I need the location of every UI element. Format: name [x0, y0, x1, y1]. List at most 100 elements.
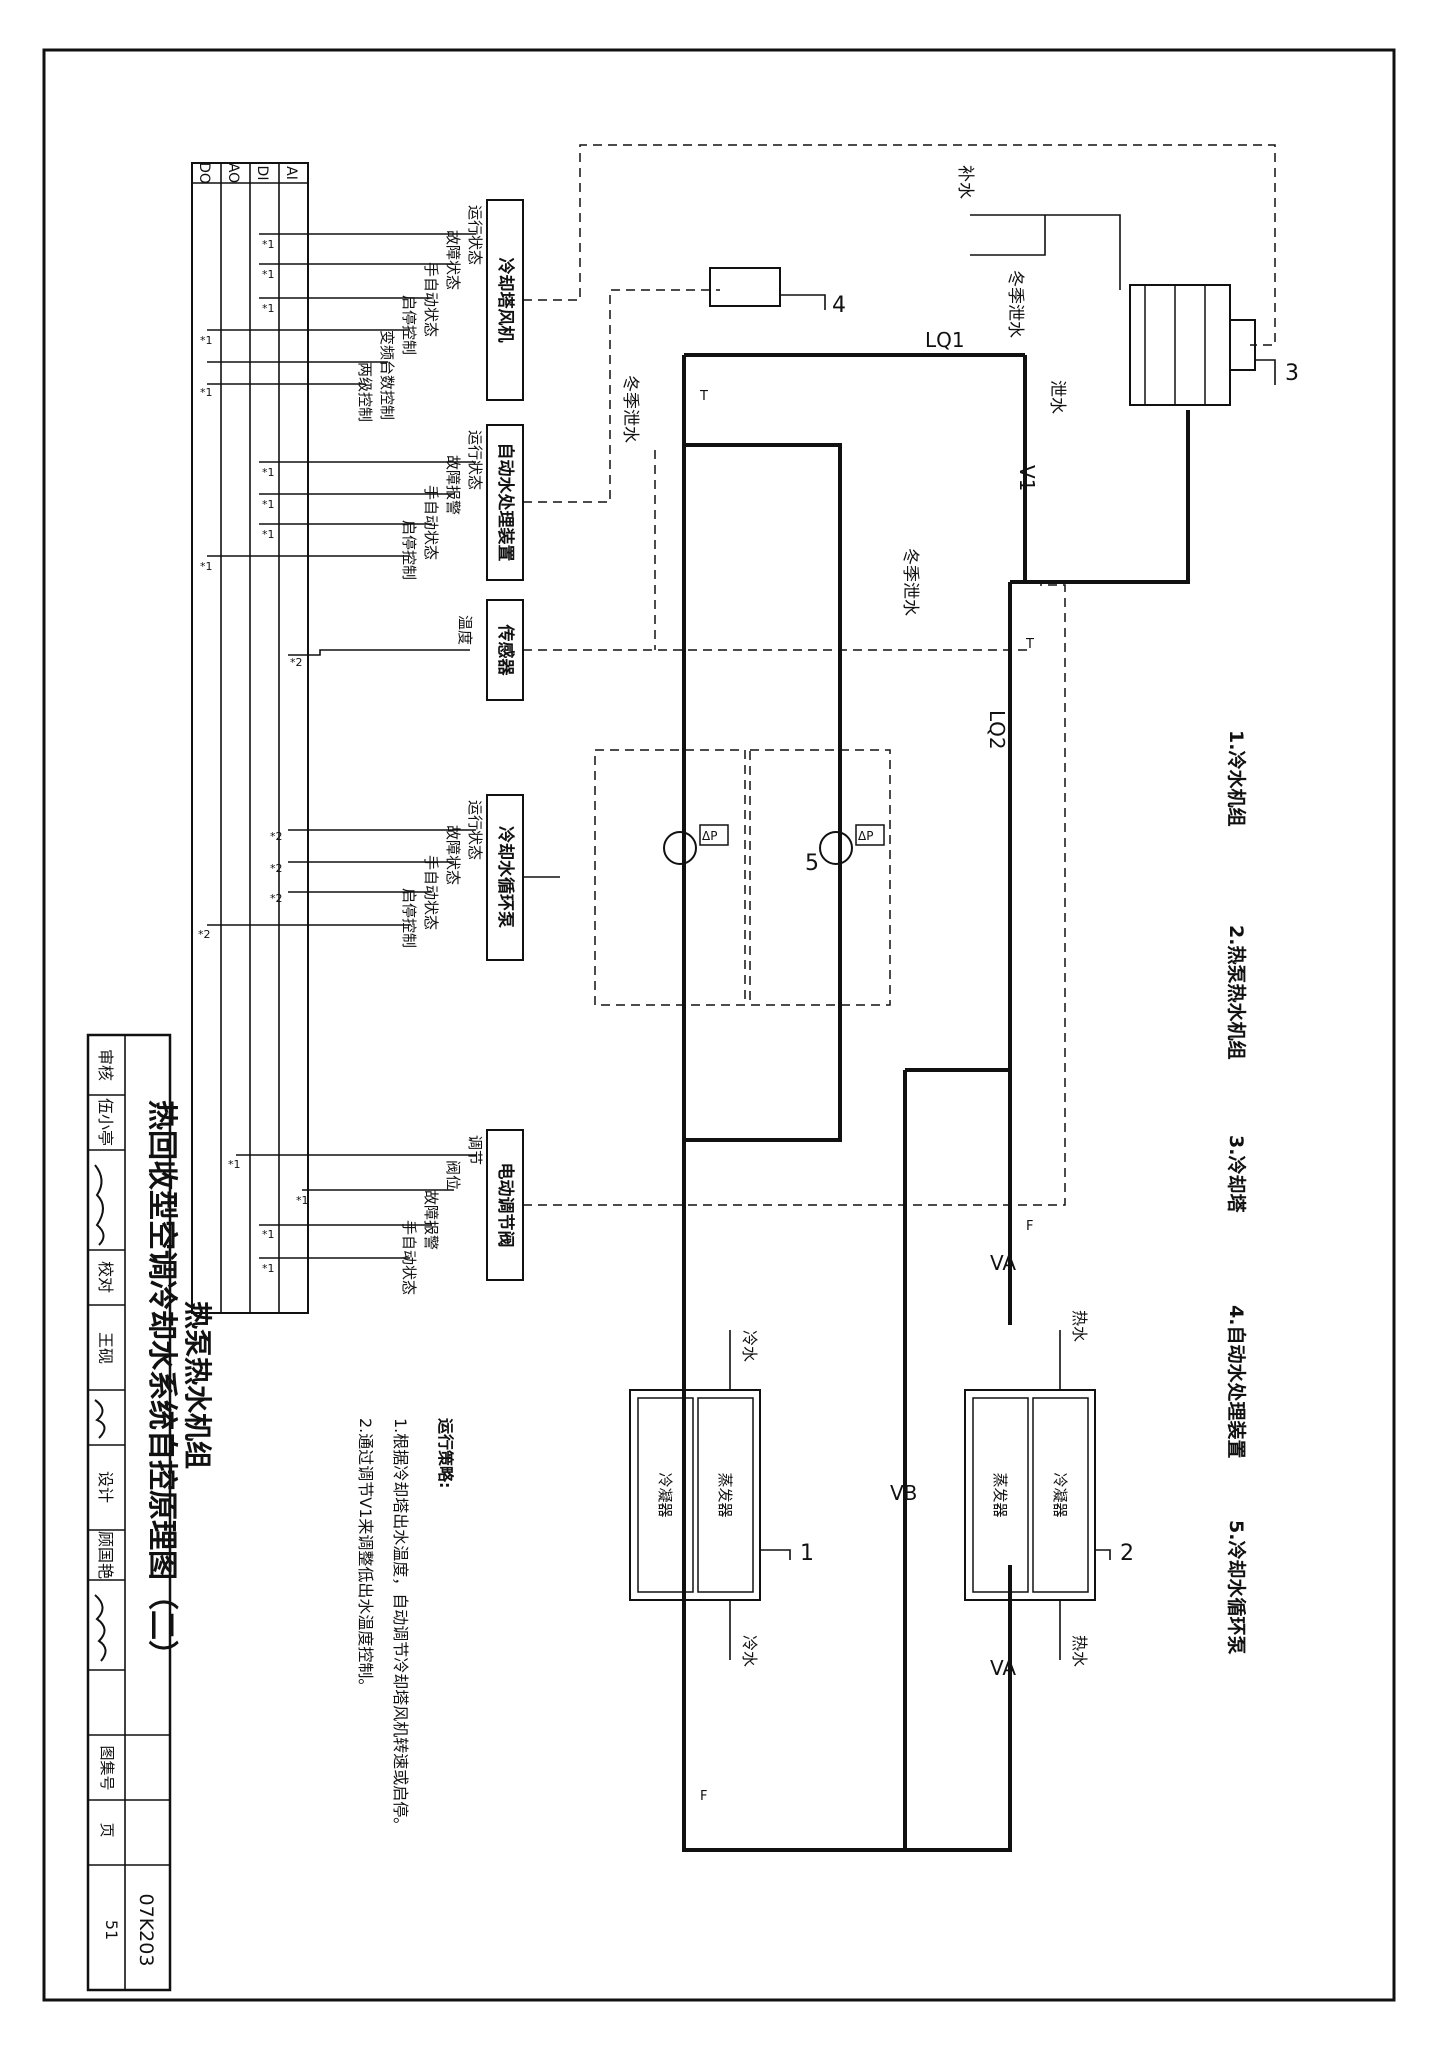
valve-point-1: 调节 [466, 1135, 484, 1165]
valve-mark-2: *1 [296, 1194, 309, 1207]
tower-fan-title: 冷却塔风机 [495, 258, 516, 343]
winter-drain-mid: 冬季泄水 [900, 548, 920, 616]
signal-lines [523, 144, 1276, 1206]
pump-point-4: 启停控制 [400, 888, 418, 948]
pump-mark-1: *2 [270, 830, 283, 843]
chiller-1-condenser: 冷凝器 [656, 1472, 674, 1517]
group-tower-fan: 冷却塔风机 运行状态 故障状态 手自动状态 启停控制 变频台数控制 两级控制 *… [200, 199, 524, 422]
checker-name: 王砚 [96, 1332, 115, 1364]
lq1-label: LQ1 [925, 328, 965, 352]
pump-2-dp: ΔP [858, 829, 873, 843]
callout-2: 2 [1120, 1541, 1134, 1566]
check-label: 校对 [96, 1261, 115, 1293]
callout-1: 1 [800, 1541, 814, 1566]
group-pump: 冷却水循环泵 运行状态 故障状态 手自动状态 启停控制 *2 *2 *2 *2 [198, 794, 560, 961]
piping [682, 353, 1190, 1852]
group-sensor: 传感器 温度 *2 [288, 599, 524, 701]
legend-item-4: 4.自动水处理装置 [1225, 1305, 1248, 1458]
io-label-ao: AO [225, 163, 241, 183]
valve-point-3: 故障报警 [422, 1190, 440, 1250]
chiller-1-cold-in: 冷水 [740, 1330, 759, 1362]
io-label-do: DO [196, 162, 212, 184]
water-treat-mark-3: *1 [262, 528, 275, 541]
pump-title: 冷却水循环泵 [495, 826, 516, 928]
strategy-item-2: 2.通过调节V1来调整低出水温度控制。 [356, 1418, 375, 1694]
designer-signature [94, 1594, 107, 1662]
legend-item-1: 1.冷水机组 [1225, 730, 1248, 826]
water-treat-title: 自动水处理装置 [495, 443, 516, 562]
valve-mark-3: *1 [262, 1228, 275, 1241]
reviewer-signature [94, 1164, 105, 1246]
makeup-label: 补水 [955, 165, 975, 199]
pump-mark-4: *2 [198, 928, 211, 941]
tower-fan-mark-4: *1 [200, 334, 213, 347]
water-treatment-unit: 4 冬季泄水 冬季泄水 [620, 267, 920, 616]
sensor-title: 传感器 [495, 624, 516, 677]
page-number: 51 [102, 1920, 121, 1940]
flow-meter-2: F [700, 1789, 707, 1804]
tower-fan-point-2: 故障状态 [444, 230, 462, 290]
tower-drain-label: 泄水 [1047, 380, 1067, 414]
va-label-1: VA [990, 1251, 1016, 1275]
va-label-2: VA [990, 1656, 1016, 1680]
tower-fan-mark-1: *1 [262, 238, 275, 251]
drawing-frame [42, 48, 1396, 2002]
checker-signature [94, 1399, 106, 1439]
flow-meter-1: F [1026, 1219, 1033, 1234]
water-treat-point-4: 启停控制 [400, 520, 418, 580]
winter-drain-left: 冬季泄水 [620, 375, 640, 443]
tower-fan-mark-2: *1 [262, 268, 275, 281]
water-treat-mark-4: *1 [200, 560, 213, 573]
title-main: 热回收型空调冷却水系统自控原理图（二） [144, 1100, 179, 1670]
review-label: 审核 [96, 1049, 115, 1081]
strategy-item-1: 1.根据冷却塔出水温度，自动调节冷却塔风机转速或启停。 [391, 1418, 410, 1833]
tower-fan-point-3: 手自动状态 [422, 262, 440, 337]
heat-pump-unit-2: 蒸发器 冷凝器 2 热水 热水 [964, 1310, 1134, 1667]
legend-item-5: 5.冷却水循环泵 [1225, 1520, 1248, 1654]
temp-sensor-1: T [699, 389, 708, 404]
v1-label: V1 [1015, 465, 1039, 491]
tower-fan-point-6: 两级控制 [356, 362, 374, 422]
valve-mark-1: *1 [228, 1158, 241, 1171]
callout-4: 4 [832, 293, 846, 318]
cooling-tower: 3 [1129, 284, 1299, 406]
group-valve: 电动调节阀 调节 阀位 故障报警 手自动状态 *1 *1 *1 *1 [228, 1129, 524, 1295]
sensor-mark: *2 [290, 656, 303, 669]
reviewer-name: 伍小亭 [96, 1098, 115, 1146]
chiller-1-cold-out: 冷水 [740, 1635, 759, 1667]
pump-point-2: 故障状态 [444, 825, 462, 885]
title-block: 热回收型空调冷却水系统自控原理图（二） 热泵热水机组 图集号 07K203 页 … [86, 1033, 214, 1992]
makeup-water: 补水 冬季泄水 泄水 [955, 165, 1121, 414]
pump-1: ΔP [663, 824, 729, 865]
sensor-point-1: 温度 [456, 615, 474, 645]
water-treat-mark-2: *1 [262, 498, 275, 511]
callout-3: 3 [1285, 361, 1299, 386]
pump-1-dp: ΔP [702, 829, 717, 843]
pump-mark-3: *2 [270, 892, 283, 905]
io-label-ai: AI [283, 166, 299, 180]
chiller-1-evaporator: 蒸发器 [716, 1472, 734, 1517]
lq2-label: LQ2 [985, 710, 1009, 750]
hp-2-condenser: 冷凝器 [1051, 1472, 1069, 1517]
chiller-unit-1: 冷凝器 蒸发器 1 冷水 冷水 [629, 1330, 814, 1667]
pump-mark-2: *2 [270, 862, 283, 875]
callout-5: 5 [805, 851, 819, 876]
hp-2-hot-in: 热水 [1070, 1310, 1089, 1342]
io-table: DO AO DI AI [191, 162, 309, 1314]
operating-strategy: 运行策略: 1.根据冷却塔出水温度，自动调节冷却塔风机转速或启停。 2.通过调节… [356, 1418, 455, 1833]
legend-item-3: 3.冷却塔 [1225, 1135, 1248, 1213]
pump-2: ΔP 5 [805, 824, 885, 876]
strategy-heading: 运行策略: [436, 1418, 455, 1488]
temp-sensor-2: T [1025, 637, 1034, 652]
water-treat-point-1: 运行状态 [466, 430, 484, 490]
tower-fan-mark-3: *1 [262, 302, 275, 315]
vb-label: VB [890, 1481, 917, 1505]
tower-fan-point-4: 启停控制 [400, 295, 418, 355]
tower-fan-point-1: 运行状态 [466, 205, 484, 265]
hp-2-evaporator: 蒸发器 [991, 1472, 1009, 1517]
page-label: 页 [98, 1822, 116, 1837]
equipment-legend: 1.冷水机组 2.热泵热水机组 3.冷却塔 4.自动水处理装置 5.冷却水循环泵 [1225, 730, 1248, 1654]
design-label: 设计 [96, 1471, 115, 1503]
title-sub: 热泵热水机组 [181, 1301, 214, 1469]
